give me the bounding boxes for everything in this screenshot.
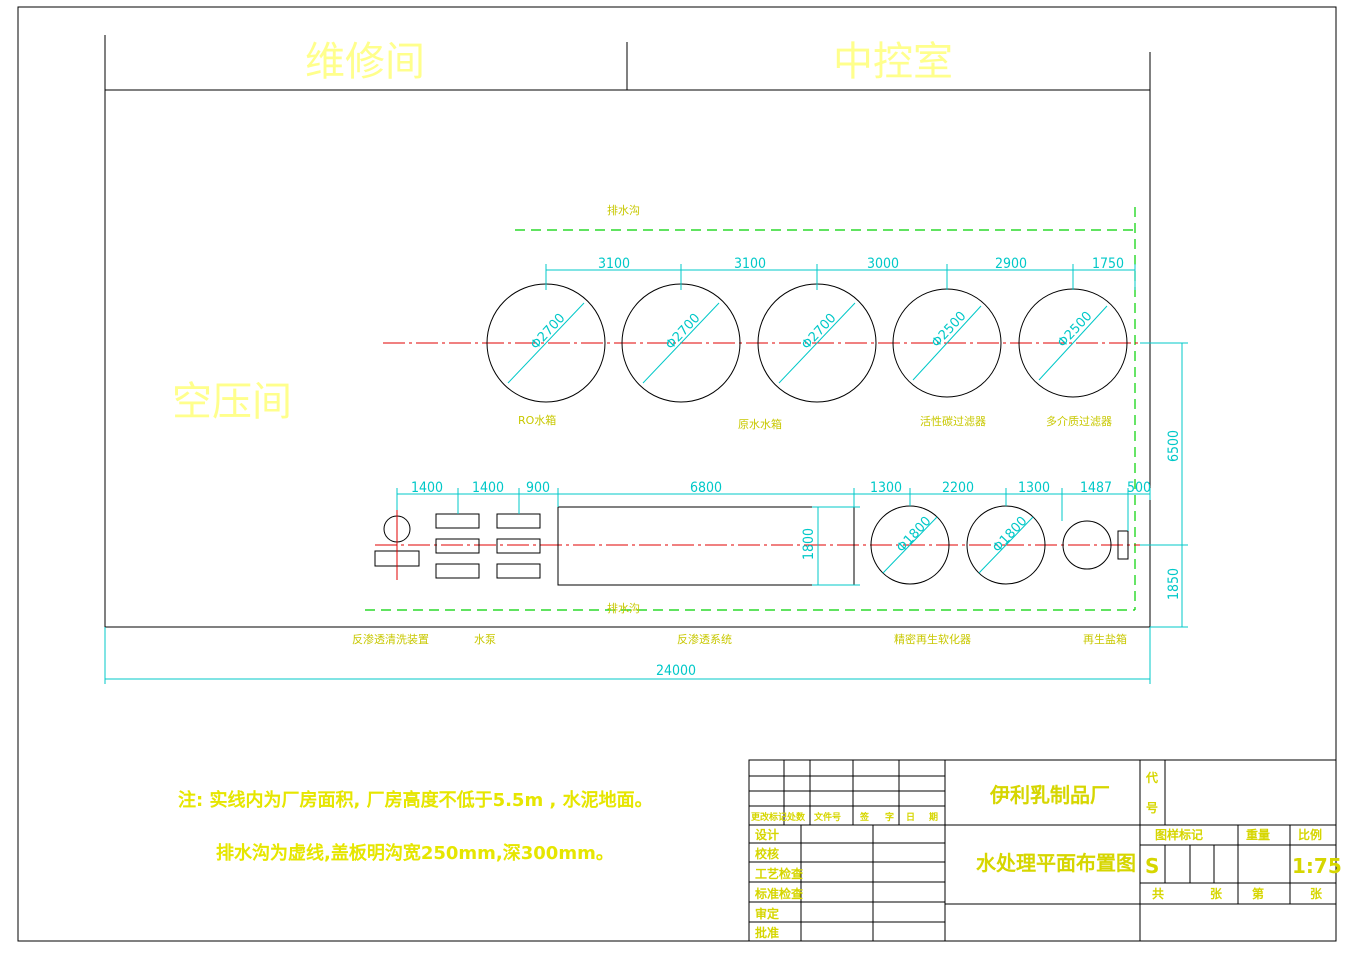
bottom-dimension-chain xyxy=(396,488,1151,586)
header-date: 期 xyxy=(929,811,938,823)
top-spacing-4: 2900 xyxy=(995,256,1027,272)
bottom-spacing-9: 500 xyxy=(1127,480,1151,496)
bottom-spacing-1: 1400 xyxy=(411,480,443,496)
bottom-spacing-3: 900 xyxy=(526,480,550,496)
scale-value: 1:75 xyxy=(1292,854,1342,878)
label-ro-cleaning: 反渗透清洗装置 xyxy=(352,632,429,646)
box-height-dim: 1800 xyxy=(801,528,817,560)
room-repair-label: 维修间 xyxy=(305,39,425,85)
bottom-spacing-6: 2200 xyxy=(942,480,974,496)
drawing-frame xyxy=(17,6,1337,942)
top-spacing-2: 3100 xyxy=(734,256,766,272)
top-tank-diameters xyxy=(507,302,1108,384)
room-control-label: 中控室 xyxy=(833,39,953,85)
role-standard: 标准检查 xyxy=(754,886,804,901)
code-label-1: 代 xyxy=(1145,770,1158,785)
overall-width-dim xyxy=(104,627,1151,684)
title-block xyxy=(748,759,1337,942)
right-dim-lower: 1850 xyxy=(1166,568,1182,600)
right-dimensions xyxy=(1140,342,1188,628)
top-spacing-5: 1750 xyxy=(1092,256,1124,272)
role-review: 审定 xyxy=(755,906,779,921)
role-approve: 批准 xyxy=(755,925,779,940)
softener-1-diameter: Φ1800 xyxy=(894,514,935,556)
stage-value: S xyxy=(1145,854,1159,878)
header-count: 处数 xyxy=(786,811,806,823)
tank-4-diameter: Φ2500 xyxy=(929,309,970,351)
header-char: 字 xyxy=(885,811,894,823)
sheet-no-label: 第 xyxy=(1252,886,1264,901)
tank-1-label: RO水箱 xyxy=(518,413,556,427)
sheet-unit-2: 张 xyxy=(1310,886,1323,901)
softener-2-diameter: Φ1800 xyxy=(990,514,1031,556)
tank-3-diameter: Φ2700 xyxy=(799,311,840,353)
bottom-spacing-5: 1300 xyxy=(870,480,902,496)
top-spacing-3: 3000 xyxy=(867,256,899,272)
sheet-total-label: 共 xyxy=(1152,886,1164,901)
small-unit xyxy=(1117,530,1129,560)
code-label-2: 号 xyxy=(1146,800,1158,815)
label-pump: 水泵 xyxy=(474,633,496,646)
ro-system-box xyxy=(557,506,855,586)
top-spacing-1: 3100 xyxy=(598,256,630,272)
tank-4-label: 活性碳过滤器 xyxy=(920,414,986,428)
note-line-1: 注: 实线内为厂房面积, 厂房高度不低于5.5m , 水泥地面。 xyxy=(178,789,653,811)
header-change-mark: 更改标记 xyxy=(751,811,787,823)
label-softener: 精密再生软化器 xyxy=(894,632,971,646)
label-brine-tank: 再生盐箱 xyxy=(1083,632,1127,646)
scale-label: 比例 xyxy=(1298,827,1322,842)
role-check: 校核 xyxy=(755,846,779,861)
sheet-unit-1: 张 xyxy=(1210,886,1223,901)
top-drain-label: 排水沟 xyxy=(607,203,640,217)
label-ro-system: 反渗透系统 xyxy=(677,632,732,646)
drawing-title: 水处理平面布置图 xyxy=(976,851,1136,875)
header-doc-no: 文件号 xyxy=(813,811,841,823)
header-sign: 签 xyxy=(859,811,870,823)
tank-1-diameter: Φ2700 xyxy=(528,311,569,353)
building-outline xyxy=(104,35,1151,628)
bottom-drain-label: 排水沟 xyxy=(607,601,640,615)
room-compressor-label: 空压间 xyxy=(172,379,292,425)
tank-2-label: 原水水箱 xyxy=(738,417,782,431)
company-name: 伊利乳制品厂 xyxy=(989,783,1110,807)
bottom-spacing-4: 6800 xyxy=(690,480,722,496)
role-process: 工艺检查 xyxy=(755,866,804,881)
top-dimension-chain xyxy=(545,264,1136,290)
role-design: 设计 xyxy=(755,827,779,842)
overall-width-text: 24000 xyxy=(656,663,696,679)
brine-tank xyxy=(1062,520,1112,570)
tank-2-diameter: Φ2700 xyxy=(663,311,704,353)
tank-5-diameter: Φ2500 xyxy=(1055,309,1096,351)
center-lines xyxy=(375,342,1160,546)
bottom-spacing-7: 1300 xyxy=(1018,480,1050,496)
bottom-tank-diameters xyxy=(882,516,1034,574)
stage-label: 图样标记 xyxy=(1155,827,1203,842)
right-dim-upper: 6500 xyxy=(1166,430,1182,462)
header-day: 日 xyxy=(906,812,915,823)
tank-5-label: 多介质过滤器 xyxy=(1046,414,1112,428)
bottom-spacing-8: 1487 xyxy=(1080,480,1112,496)
weight-label: 重量 xyxy=(1246,827,1270,842)
note-line-2: 排水沟为虚线,盖板明沟宽250mm,深300mm。 xyxy=(216,842,614,864)
bottom-spacing-2: 1400 xyxy=(472,480,504,496)
